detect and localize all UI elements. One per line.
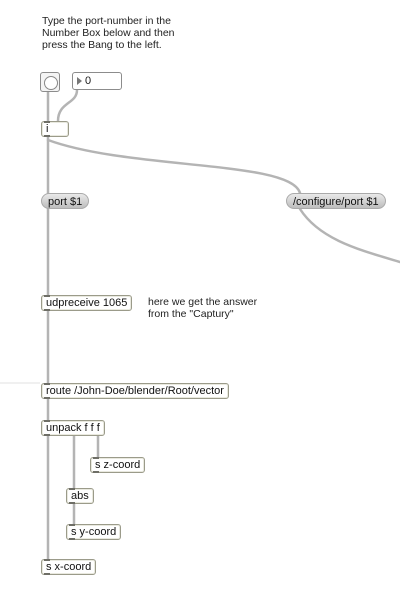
object-i[interactable]: i — [41, 121, 69, 137]
cord-configure-out — [298, 207, 400, 264]
answer-comment: here we get the answer from the "Captury… — [148, 296, 257, 320]
instructions-line-2: Number Box below and then — [42, 27, 175, 39]
number-triangle-icon — [77, 77, 82, 85]
object-unpack[interactable]: unpack f f f — [41, 420, 105, 436]
cord-i-to-configure — [46, 138, 302, 195]
port-number-box[interactable]: 0 — [72, 72, 122, 90]
object-route-label: route /John-Doe/blender/Root/vector — [46, 385, 224, 397]
object-i-label: i — [46, 123, 49, 135]
object-send-x-coord-label: s x-coord — [46, 561, 92, 573]
message-port[interactable]: port $1 — [41, 193, 90, 209]
object-send-x-coord[interactable]: s x-coord — [41, 559, 97, 575]
object-udpreceive[interactable]: udpreceive 1065 — [41, 295, 133, 311]
object-send-z-coord[interactable]: s z-coord — [90, 457, 146, 473]
answer-comment-line-2: from the "Captury" — [148, 308, 234, 320]
message-configure-port-label: /configure/port $1 — [293, 196, 379, 208]
object-udpreceive-label: udpreceive 1065 — [46, 297, 128, 309]
message-configure-port[interactable]: /configure/port $1 — [286, 193, 386, 209]
object-send-y-coord-label: s y-coord — [71, 526, 117, 538]
bang-icon — [44, 76, 58, 90]
object-abs[interactable]: abs — [66, 488, 94, 504]
object-route[interactable]: route /John-Doe/blender/Root/vector — [41, 383, 229, 399]
cord-number-to-i — [56, 88, 79, 123]
object-send-z-coord-label: s z-coord — [95, 459, 141, 471]
instructions-line-3: press the Bang to the left. — [42, 39, 162, 51]
instructions-line-1: Type the port-number in the — [42, 15, 171, 27]
object-send-y-coord[interactable]: s y-coord — [66, 524, 122, 540]
bang-button[interactable] — [40, 72, 60, 92]
message-port-label: port $1 — [48, 196, 83, 208]
port-number-value: 0 — [85, 75, 92, 87]
object-abs-label: abs — [71, 490, 89, 502]
instructions-comment: Type the port-number in the Number Box b… — [42, 15, 175, 51]
answer-comment-line-1: here we get the answer — [148, 296, 258, 308]
object-unpack-label: unpack f f f — [46, 422, 100, 434]
